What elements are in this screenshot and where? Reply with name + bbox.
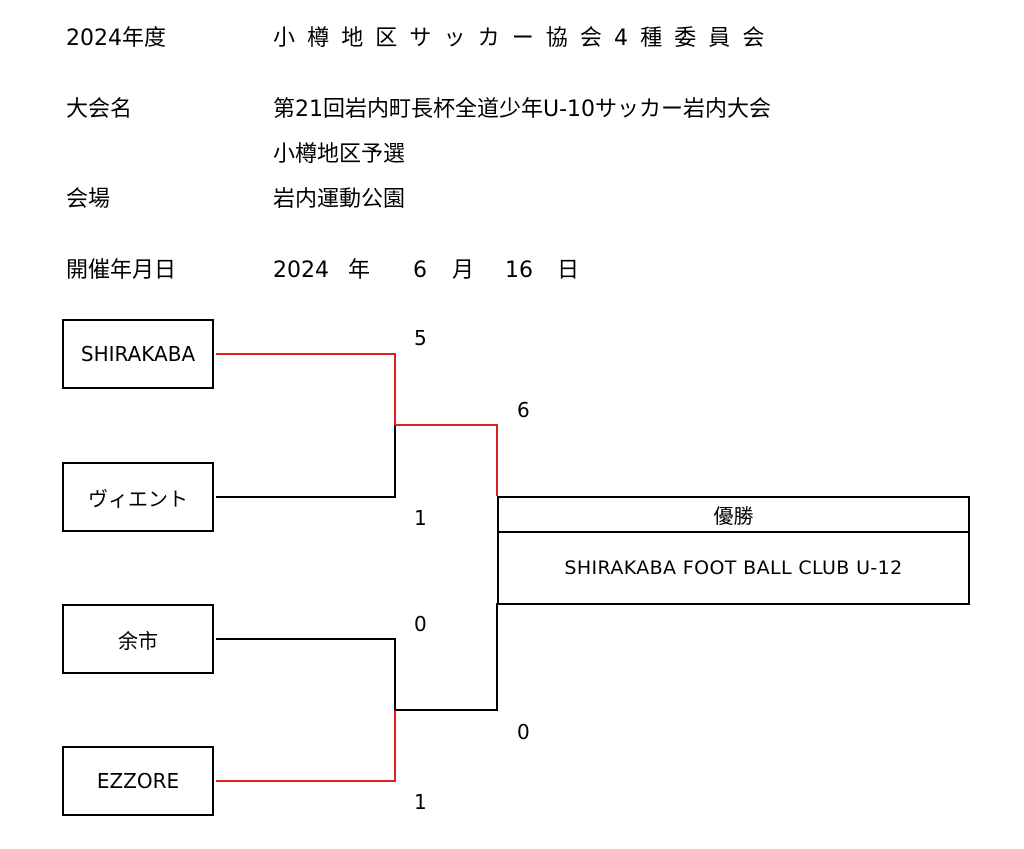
score-final-bottom: 0: [517, 720, 530, 744]
date-month: 6: [413, 258, 427, 283]
date-day-unit: 日: [557, 258, 580, 283]
tournament-label: 大会名: [66, 97, 133, 122]
year-label: 2024年度: [66, 26, 166, 51]
date-year: 2024: [273, 258, 329, 283]
semi2-bottom-line: [216, 710, 396, 782]
date-label: 開催年月日: [66, 258, 177, 283]
tournament-name-line2: 小樽地区予選: [273, 142, 406, 167]
score-semi2-bottom: 1: [414, 790, 427, 814]
team-box-shirakaba: SHIRAKABA: [62, 319, 214, 389]
champion-name: SHIRAKABA FOOT BALL CLUB U-12: [564, 557, 903, 579]
date-day: 16: [505, 258, 533, 283]
final-bottom-line: [395, 603, 498, 711]
organization-name: 小樽地区サッカー協会4種委員会: [273, 26, 777, 51]
final-top-line: [395, 424, 498, 496]
semi1-top-line: [216, 353, 396, 425]
venue-name: 岩内運動公園: [273, 187, 406, 212]
team-box-viento: ヴィエント: [62, 462, 214, 532]
champion-title: 優勝: [499, 498, 968, 533]
score-semi2-top: 0: [414, 612, 427, 636]
semi2-top-line: [216, 638, 396, 710]
venue-label: 会場: [66, 187, 111, 212]
score-semi1-top: 5: [414, 326, 427, 350]
score-semi1-bottom: 1: [414, 506, 427, 530]
score-final-top: 6: [517, 398, 530, 422]
date-month-unit: 月: [452, 258, 475, 283]
team-box-yoichi: 余市: [62, 604, 214, 674]
semi1-bottom-line: [216, 425, 396, 498]
tournament-name-line1: 第21回岩内町長杯全道少年U-10サッカー岩内大会: [273, 97, 772, 122]
date-year-unit: 年: [348, 258, 371, 283]
team-box-ezzore: EZZORE: [62, 746, 214, 816]
champion-box: 優勝 SHIRAKABA FOOT BALL CLUB U-12: [497, 496, 970, 605]
